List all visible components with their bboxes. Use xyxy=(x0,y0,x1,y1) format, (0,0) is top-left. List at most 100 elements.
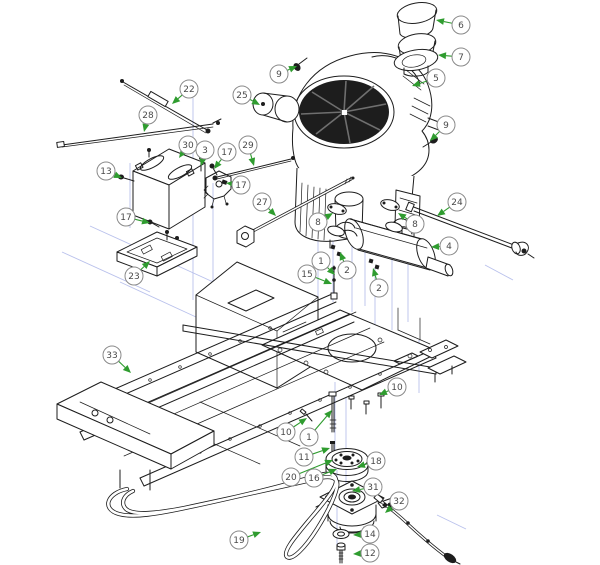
callout-arrow xyxy=(412,80,421,87)
callout-10[interactable]: 10 xyxy=(276,418,307,442)
callout-balloon[interactable] xyxy=(451,47,471,67)
callout-balloon[interactable] xyxy=(231,175,251,195)
callout-8[interactable]: 8 xyxy=(308,212,333,232)
callout-leader xyxy=(314,415,328,431)
callout-balloon[interactable] xyxy=(405,214,425,234)
callout-11[interactable]: 11 xyxy=(294,447,330,467)
callout-2[interactable]: 2 xyxy=(369,268,389,298)
callout-balloon[interactable] xyxy=(363,477,383,497)
callout-number: 29 xyxy=(242,141,254,151)
callout-balloon[interactable] xyxy=(124,266,144,286)
callout-balloon[interactable] xyxy=(252,192,272,212)
callout-balloon[interactable] xyxy=(337,260,357,280)
callout-number: 22 xyxy=(183,85,194,95)
callout-balloon[interactable] xyxy=(304,468,324,488)
callout-balloon[interactable] xyxy=(102,345,122,365)
callout-arrow xyxy=(339,252,347,261)
muffler-outlet xyxy=(425,256,451,277)
callout-number: 9 xyxy=(443,121,449,131)
callout-balloon[interactable] xyxy=(281,467,301,487)
callout-arrow xyxy=(372,268,379,277)
callout-20[interactable]: 20 xyxy=(281,459,333,487)
callout-balloon[interactable] xyxy=(195,140,215,160)
callout-balloon[interactable] xyxy=(238,135,258,155)
callout-19[interactable]: 19 xyxy=(229,530,261,550)
callout-number: 20 xyxy=(285,473,297,483)
callout-28[interactable]: 28 xyxy=(138,105,158,132)
callout-balloon[interactable] xyxy=(387,377,407,397)
battery-tray xyxy=(116,230,198,277)
callout-balloon[interactable] xyxy=(179,79,199,99)
callout-27[interactable]: 27 xyxy=(252,192,276,216)
callout-31[interactable]: 31 xyxy=(352,477,383,497)
callout-15[interactable]: 15 xyxy=(297,264,332,285)
callout-1[interactable]: 1 xyxy=(311,251,335,275)
callout-balloon[interactable] xyxy=(229,530,249,550)
callout-16[interactable]: 16 xyxy=(304,468,337,488)
callout-balloon[interactable] xyxy=(447,192,467,212)
callout-balloon[interactable] xyxy=(116,207,136,227)
callout-balloon[interactable] xyxy=(217,142,237,162)
callout-balloon[interactable] xyxy=(308,212,328,232)
callout-1[interactable]: 1 xyxy=(299,410,332,447)
callout-balloon[interactable] xyxy=(232,85,252,105)
callout-balloon[interactable] xyxy=(311,251,331,271)
callout-8[interactable]: 8 xyxy=(398,213,425,234)
callout-29[interactable]: 29 xyxy=(238,135,258,166)
callout-arrow xyxy=(267,207,276,216)
callout-balloon[interactable] xyxy=(299,427,319,447)
callout-24[interactable]: 24 xyxy=(437,192,467,216)
callout-balloon[interactable] xyxy=(360,524,380,544)
frame-chassis xyxy=(56,261,467,491)
air-cleaner-cover-bottom xyxy=(393,33,439,77)
callout-balloon[interactable] xyxy=(366,451,386,471)
callout-balloon[interactable] xyxy=(439,236,459,256)
callout-leader xyxy=(443,206,450,212)
callout-17[interactable]: 17 xyxy=(226,175,251,195)
callout-7[interactable]: 7 xyxy=(438,47,471,67)
callout-leader xyxy=(445,55,453,57)
callout-25[interactable]: 25 xyxy=(232,85,260,105)
callout-leader xyxy=(247,534,254,538)
callout-number: 11 xyxy=(298,453,309,463)
callout-13[interactable]: 13 xyxy=(96,161,122,181)
callout-33[interactable]: 33 xyxy=(102,345,131,373)
callout-balloon[interactable] xyxy=(426,68,446,88)
callout-balloon[interactable] xyxy=(96,161,116,181)
callout-balloon[interactable] xyxy=(436,115,456,135)
callout-32[interactable]: 32 xyxy=(385,491,409,513)
callout-balloon[interactable] xyxy=(389,491,409,511)
pulley xyxy=(325,448,369,482)
callout-17[interactable]: 17 xyxy=(214,142,237,169)
callout-10[interactable]: 10 xyxy=(379,377,407,397)
callout-number: 1 xyxy=(318,257,324,267)
callout-number: 17 xyxy=(235,181,246,191)
callout-9[interactable]: 9 xyxy=(269,64,297,84)
callout-30[interactable]: 30 xyxy=(178,135,198,158)
callout-balloon[interactable] xyxy=(360,543,380,563)
callout-6[interactable]: 6 xyxy=(436,15,471,35)
callout-arrow xyxy=(122,365,131,373)
callout-balloon[interactable] xyxy=(451,15,471,35)
callout-balloon[interactable] xyxy=(369,278,389,298)
callout-4[interactable]: 4 xyxy=(431,236,459,256)
callout-17[interactable]: 17 xyxy=(116,207,150,227)
callout-18[interactable]: 18 xyxy=(357,451,386,471)
callout-14[interactable]: 14 xyxy=(353,524,380,544)
callout-balloon[interactable] xyxy=(294,447,314,467)
callout-balloon[interactable] xyxy=(297,264,317,284)
callout-22[interactable]: 22 xyxy=(172,79,199,104)
callout-2[interactable]: 2 xyxy=(337,252,357,280)
callout-3[interactable]: 3 xyxy=(195,140,215,166)
callout-5[interactable]: 5 xyxy=(412,68,446,88)
callout-9[interactable]: 9 xyxy=(430,115,456,141)
callout-balloon[interactable] xyxy=(276,422,296,442)
callout-number: 19 xyxy=(233,536,245,546)
callout-balloon[interactable] xyxy=(269,64,289,84)
screw-top xyxy=(293,57,308,71)
callout-number: 16 xyxy=(308,474,320,484)
callout-arrow xyxy=(141,217,150,225)
callout-23[interactable]: 23 xyxy=(124,261,150,286)
callout-balloon[interactable] xyxy=(138,105,158,125)
callout-12[interactable]: 12 xyxy=(353,543,380,563)
